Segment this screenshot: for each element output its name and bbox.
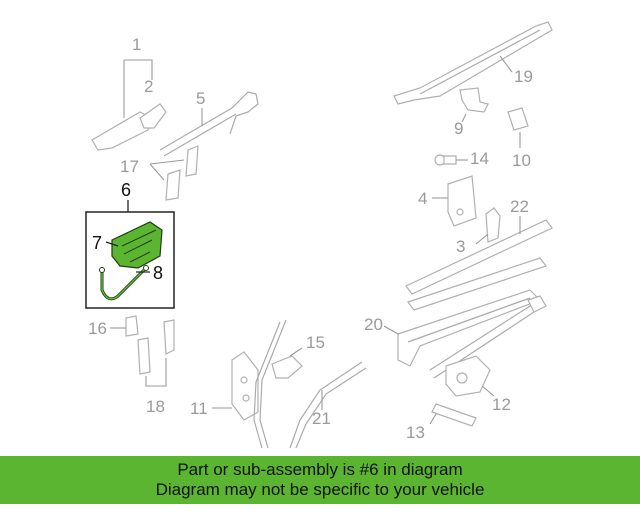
label-19: 19 — [514, 67, 533, 86]
part-13-block — [429, 403, 477, 427]
label-15: 15 — [306, 333, 325, 352]
label-22: 22 — [510, 197, 529, 216]
part-15-clip — [271, 347, 303, 379]
label-8: 8 — [153, 263, 163, 283]
part-22-strip — [405, 216, 553, 295]
label-17: 17 — [120, 157, 139, 176]
label-2: 2 — [144, 77, 153, 96]
label-3: 3 — [456, 237, 465, 256]
label-16: 16 — [88, 319, 107, 338]
banner-line-2: Diagram may not be specific to your vehi… — [155, 480, 485, 499]
part-4-bracket — [432, 175, 477, 227]
sill-rail — [407, 257, 547, 311]
label-7: 7 — [92, 233, 102, 253]
part-20-track — [383, 289, 542, 367]
label-4: 4 — [418, 189, 427, 208]
label-13: 13 — [406, 423, 425, 442]
info-banner: Part or sub-assembly is #6 in diagram Di… — [0, 456, 640, 504]
label-1: 1 — [132, 35, 141, 54]
label-12: 12 — [492, 395, 511, 414]
label-20: 20 — [364, 315, 383, 334]
label-21: 21 — [312, 409, 331, 428]
part-1-handle — [91, 59, 167, 151]
part-19-rail — [393, 21, 553, 105]
part-21-strip — [289, 361, 367, 449]
part-16-18 — [110, 315, 175, 387]
part-9-stopper — [459, 87, 489, 123]
label-11: 11 — [190, 399, 208, 418]
label-18: 18 — [146, 397, 165, 416]
label-10: 10 — [512, 151, 531, 170]
banner-line-1: Part or sub-assembly is #6 in diagram — [177, 460, 463, 479]
label-14: 14 — [470, 149, 489, 168]
part-10-clip — [507, 107, 529, 148]
weatherstrip — [259, 319, 287, 449]
parts-diagram: 1 2 5 17 6 7 8 16 18 — [85, 21, 553, 449]
label-5: 5 — [196, 89, 205, 108]
label-9: 9 — [454, 119, 463, 138]
part-14-fastener — [434, 154, 468, 166]
label-6: 6 — [121, 180, 131, 200]
part-11-bracket — [212, 351, 259, 421]
part-5-rod — [159, 91, 259, 157]
part-12-motor — [429, 295, 547, 397]
part-6-box — [85, 200, 175, 309]
part-17-clips — [149, 145, 199, 201]
part-3-guide — [475, 207, 501, 245]
